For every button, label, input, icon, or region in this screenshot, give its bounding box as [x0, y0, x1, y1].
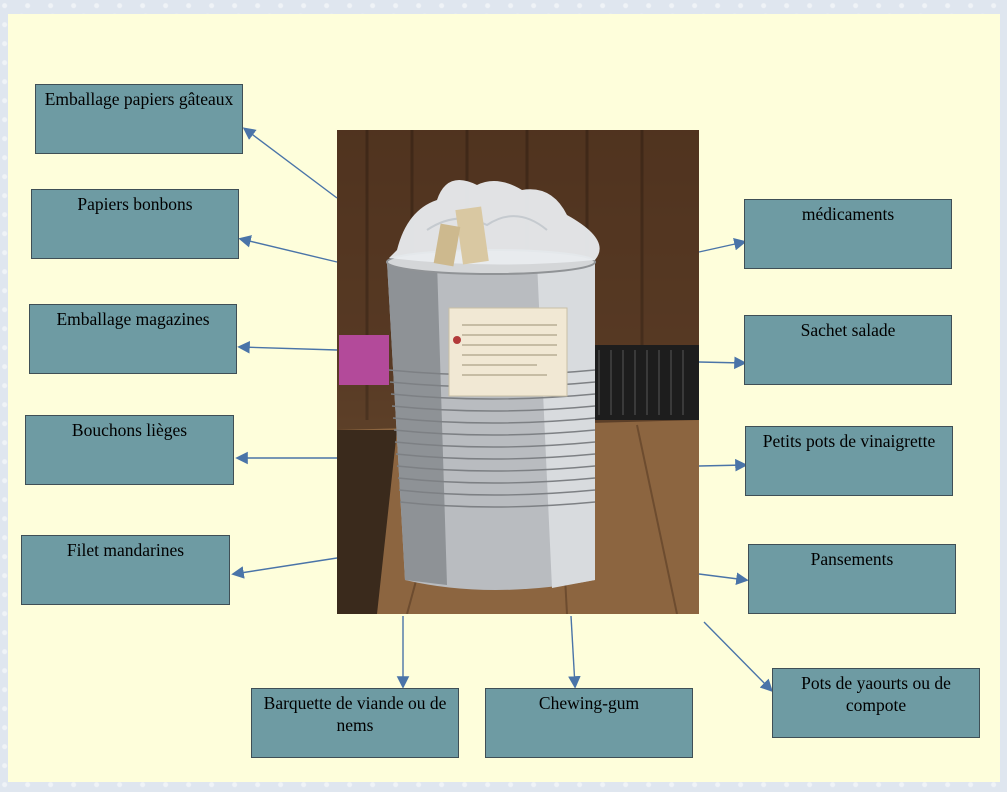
- label-emballage-papiers-gateaux: Emballage papiers gâteaux: [35, 84, 243, 154]
- label-petits-pots-vinaigrette: Petits pots de vinaigrette: [745, 426, 953, 496]
- label-medicaments: médicaments: [744, 199, 952, 269]
- label-barquette-viande: Barquette de viande ou de nems: [251, 688, 459, 758]
- label-bouchons-lieges: Bouchons lièges: [25, 415, 234, 485]
- label-sachet-salade: Sachet salade: [744, 315, 952, 385]
- label-papiers-bonbons: Papiers bonbons: [31, 189, 239, 259]
- label-pansements: Pansements: [748, 544, 956, 614]
- tin-can-photo: [337, 130, 699, 614]
- label-pots-yaourts: Pots de yaourts ou de compote: [772, 668, 980, 738]
- label-emballage-magazines: Emballage magazines: [29, 304, 237, 374]
- tin-can-illustration: [337, 130, 699, 614]
- label-filet-mandarines: Filet mandarines: [21, 535, 230, 605]
- label-chewing-gum: Chewing-gum: [485, 688, 693, 758]
